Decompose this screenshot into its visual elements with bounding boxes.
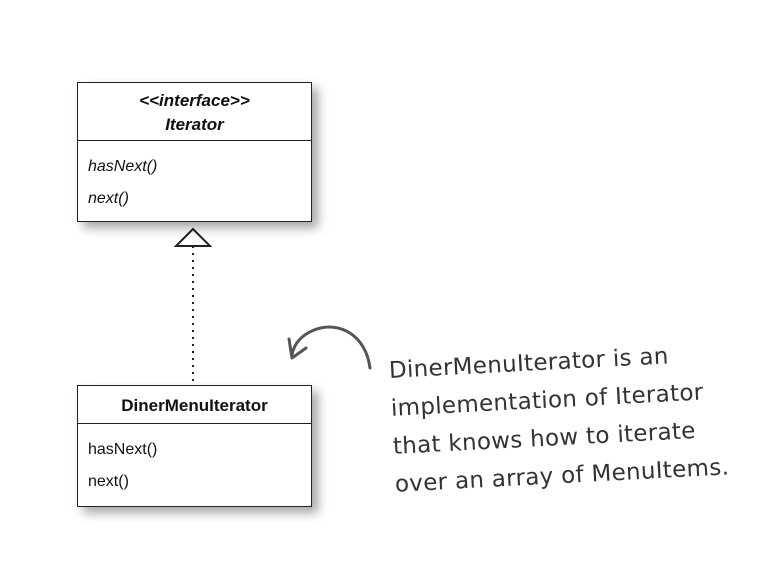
impl-method-next: next() [88, 473, 129, 490]
iterator-interface-methods: hasNext() next() [78, 141, 311, 215]
impl-class-name: DinerMenuIterator [121, 396, 268, 415]
diner-menu-iterator-header: DinerMenuIterator [78, 386, 311, 424]
iterator-interface-header: <<interface>> Iterator [78, 83, 311, 141]
iterator-interface-box: <<interface>> Iterator hasNext() next() [77, 82, 312, 222]
realization-arrowhead [173, 227, 213, 247]
diner-menu-iterator-methods: hasNext() next() [78, 424, 311, 498]
impl-method-hasnext: hasNext() [88, 441, 158, 458]
interface-method-hasnext: hasNext() [88, 158, 158, 175]
interface-method-next: next() [88, 190, 129, 207]
annotation-arrow [290, 325, 372, 370]
diner-menu-iterator-box: DinerMenuIterator hasNext() next() [77, 385, 312, 507]
annotation-note: DinerMenuIterator is an implementation o… [388, 334, 730, 503]
interface-stereotype: <<interface>> [139, 91, 250, 110]
interface-name: Iterator [165, 115, 224, 134]
annotation-arrowhead [287, 337, 308, 360]
